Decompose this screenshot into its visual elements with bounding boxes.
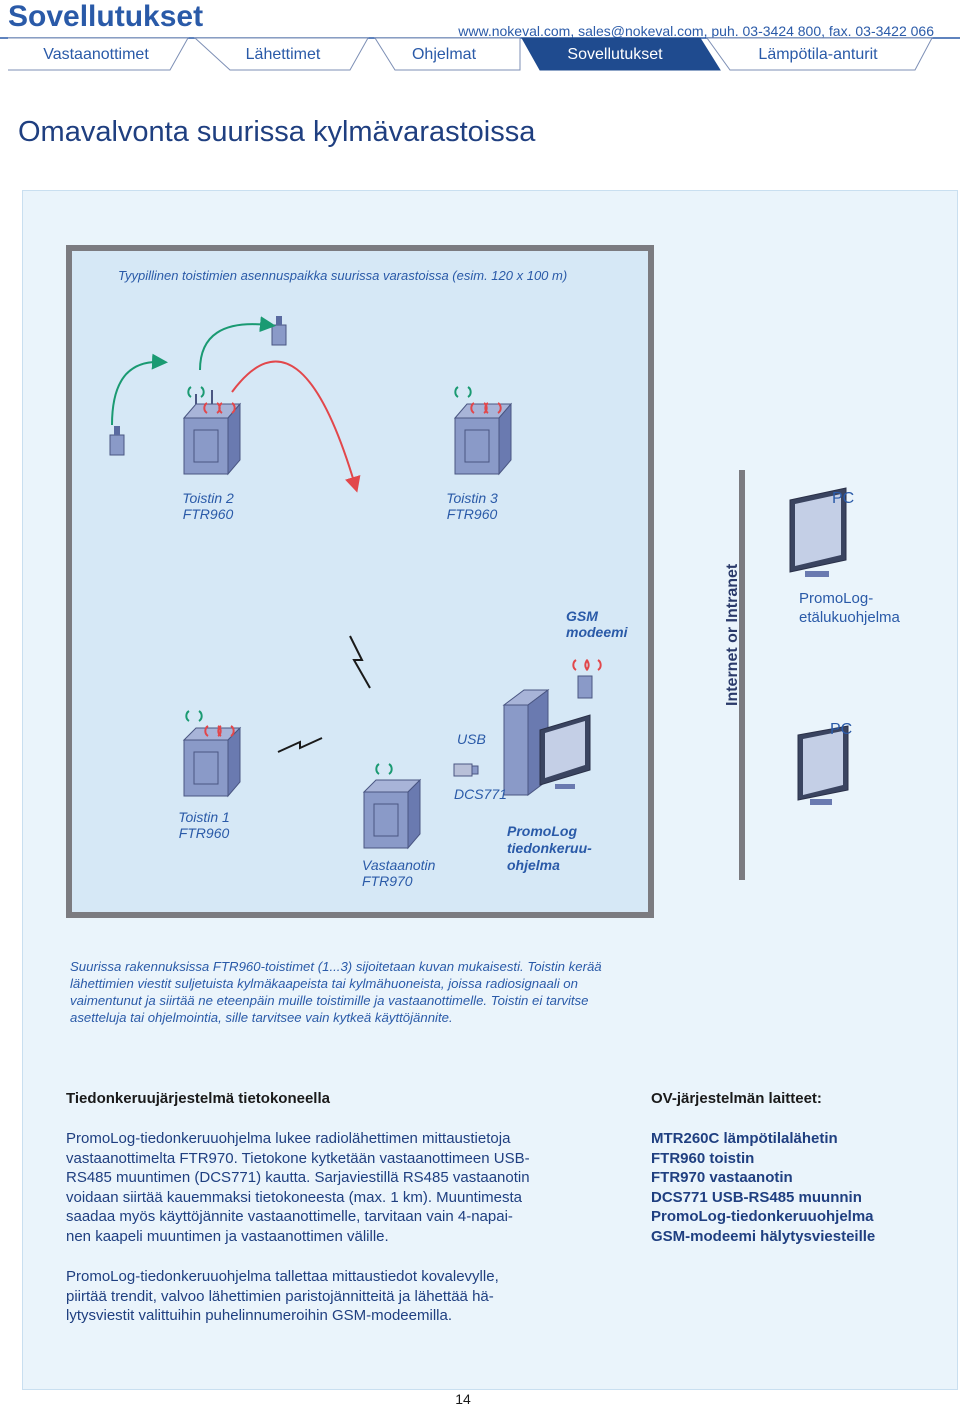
tab-shape-lahettimet[interactable] [193, 37, 369, 71]
list-item: DCS771 USB-RS485 muunnin [651, 1188, 862, 1206]
label-remote-software: PromoLog-etälukuohjelma [799, 590, 900, 626]
label-pc-bottom: PC [830, 721, 853, 738]
repeater-toistin1-icon [182, 710, 242, 798]
section-heading-right: OV-järjestelmän laitteet: [651, 1090, 822, 1107]
computer-icon [502, 689, 591, 796]
label-internet: Internet or Intranet [724, 563, 741, 706]
contact-line[interactable]: www.nokeval.com, sales@nokeval.com, puh.… [458, 23, 934, 39]
page-number: 14 [455, 1391, 471, 1407]
brand-title: Sovellutukset [8, 0, 204, 33]
list-item: GSM-modeemi hälytysviesteille [651, 1227, 876, 1245]
wireless-bolt-icon [277, 737, 323, 753]
paragraph-1: PromoLog-tiedonkeruuohjelma lukee radiol… [66, 1130, 530, 1245]
signal-arrow-red [231, 360, 361, 493]
repeater-toistin2-icon [182, 386, 242, 476]
tab-bar [0, 37, 960, 71]
tab-shape-lampotila-anturit[interactable] [706, 37, 933, 71]
paragraph-2: PromoLog-tiedonkeruuohjelma tallettaa mi… [66, 1268, 499, 1325]
monitor-icon [789, 487, 847, 577]
diagram-graphics [109, 316, 849, 880]
tab-shape-vastaanottimet[interactable] [8, 37, 189, 71]
tab-vastaanottimet[interactable]: Vastaanottimet [43, 46, 149, 63]
tab-sovellutukset[interactable]: Sovellutukset [567, 46, 663, 63]
transmitter-icon [271, 316, 287, 346]
tab-lahettimet[interactable]: Lähettimet [245, 46, 321, 63]
signal-arrow-green [111, 353, 168, 426]
wireless-bolt-icon [349, 635, 371, 689]
diagram-caption-top: Tyypillinen toistimien asennuspaikka suu… [118, 268, 568, 283]
usb-converter-icon [453, 763, 479, 777]
list-item: MTR260C lämpötilalähetin [651, 1130, 838, 1147]
list-item: PromoLog-tiedonkeruuohjelma [651, 1208, 874, 1226]
label-pc-top: PC [832, 490, 855, 507]
tab-shape-sovellutukset[interactable] [521, 37, 721, 71]
label-usb: USB [457, 731, 486, 747]
gsm-modem-icon [572, 659, 602, 699]
list-item: FTR970 vastaanotin [651, 1169, 793, 1187]
receiver-icon [362, 763, 422, 850]
transmitter-icon [109, 426, 125, 456]
equipment-list: MTR260C lämpötilalähetin FTR960 toistin … [651, 1129, 875, 1247]
list-item: FTR960 toistin [651, 1149, 755, 1167]
signal-arrow-green [199, 316, 276, 371]
tab-lampotila-anturit[interactable]: Lämpötila-anturit [758, 46, 878, 63]
diagram-caption: Suurissa rakennuksissa FTR960-toistimet … [70, 959, 602, 1025]
tab-shape-ohjelmat[interactable] [374, 37, 521, 71]
monitor-icon [797, 725, 849, 805]
repeater-toistin3-icon [453, 386, 513, 476]
section-heading-left: Tiedonkeruujärjestelmä tietokoneella [66, 1090, 330, 1107]
label-dcs771: DCS771 [454, 786, 507, 802]
tab-ohjelmat[interactable]: Ohjelmat [411, 46, 477, 63]
page-title: Omavalvonta suurissa kylmävarastoissa [18, 116, 536, 148]
